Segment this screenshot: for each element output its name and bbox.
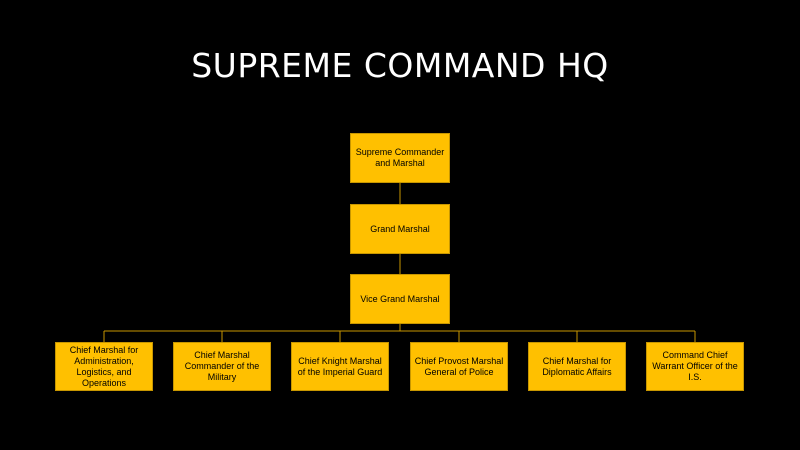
node-label: Chief Marshal for Administration, Logist… bbox=[69, 344, 139, 388]
node-chief-provost-marshal: Chief Provost Marshal General of Police bbox=[410, 342, 508, 391]
node-label: Vice Grand Marshal bbox=[360, 293, 440, 304]
node-label: Supreme Commander and Marshal bbox=[355, 147, 445, 168]
node-label: Chief Knight Marshal of the Imperial Gua… bbox=[297, 355, 383, 377]
node-grand-marshal: Grand Marshal bbox=[350, 204, 450, 254]
node-command-chief-warrant-officer: Command Chief Warrant Officer of the I.S… bbox=[646, 342, 744, 391]
node-label: Chief Marshal for Diplomatic Affairs bbox=[542, 355, 612, 377]
node-chief-marshal-diplomatic: Chief Marshal for Diplomatic Affairs bbox=[528, 342, 626, 391]
node-label: Chief Provost Marshal General of Police bbox=[414, 355, 504, 377]
node-chief-marshal-administration: Chief Marshal for Administration, Logist… bbox=[55, 342, 153, 391]
node-supreme-commander: Supreme Commander and Marshal bbox=[350, 133, 450, 183]
node-chief-knight-marshal: Chief Knight Marshal of the Imperial Gua… bbox=[291, 342, 389, 391]
node-chief-marshal-military: Chief Marshal Commander of the Military bbox=[173, 342, 271, 391]
node-vice-grand-marshal: Vice Grand Marshal bbox=[350, 274, 450, 324]
node-label: Command Chief Warrant Officer of the I.S… bbox=[652, 350, 738, 382]
node-label: Chief Marshal Commander of the Military bbox=[184, 350, 260, 382]
node-label: Grand Marshal bbox=[370, 223, 430, 234]
slide-title: SUPREME COMMAND HQ bbox=[191, 46, 609, 85]
